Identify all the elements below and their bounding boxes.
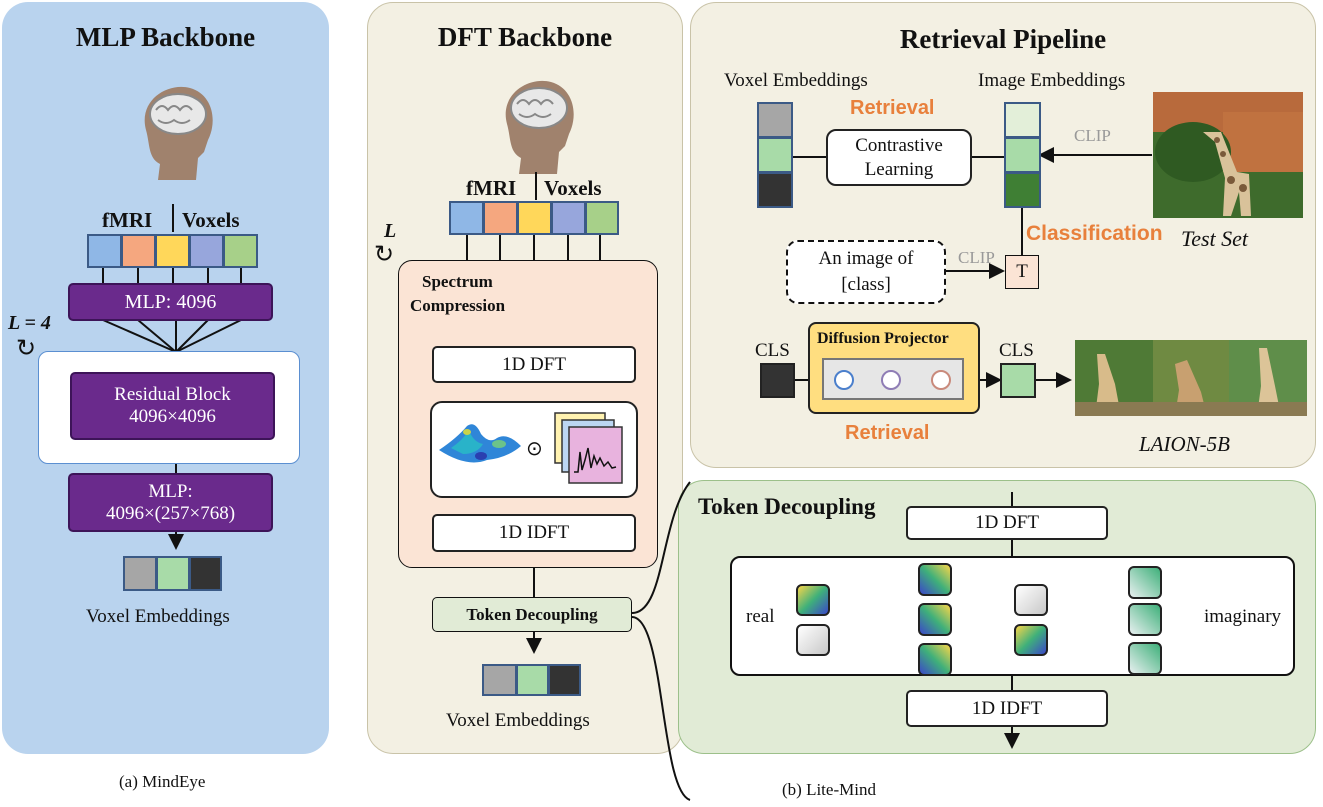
mlp-output-label: MLP: xyxy=(148,480,193,502)
mlp-4096-box: MLP: 4096 xyxy=(68,283,273,321)
caption-a: (a) MindEye xyxy=(119,772,206,791)
diffusion-projector-label: Diffusion Projector xyxy=(817,330,949,347)
voxel-embeddings-label: Voxel Embeddings xyxy=(86,606,230,627)
real-label: real xyxy=(746,606,775,627)
real-token-node xyxy=(918,603,952,636)
clip-label-top: CLIP xyxy=(1074,126,1111,145)
idft-box: 1D IDFT xyxy=(432,514,636,552)
token-decoupling-title: Token Decoupling xyxy=(698,494,876,519)
voxel-cell xyxy=(483,201,518,235)
cls-output-label: CLS xyxy=(999,340,1034,361)
retrieval-pipeline-title: Retrieval Pipeline xyxy=(899,24,1107,54)
hadamard-product-icon: ⊙ xyxy=(526,436,543,460)
residual-block-dim: 4096×4096 xyxy=(129,406,216,427)
loop-arrow-icon: ↻ xyxy=(16,334,37,362)
brain-head-icon xyxy=(144,86,213,180)
text-token-box: T xyxy=(1005,255,1039,289)
class-label: [class] xyxy=(841,274,891,295)
contrastive-learning-box: Contrastive Learning xyxy=(826,129,972,186)
voxels-label: Voxels xyxy=(544,176,602,200)
learning-label: Learning xyxy=(864,158,934,180)
imaginary-label: imaginary xyxy=(1204,606,1282,627)
real-token-node xyxy=(796,624,830,656)
voxel-cell xyxy=(585,201,619,235)
real-token-node xyxy=(918,643,952,676)
dft-box: 1D DFT xyxy=(432,346,636,383)
cls-output-cell xyxy=(1000,363,1036,398)
fmri-label: fMRI xyxy=(466,176,517,200)
imaginary-token-node xyxy=(1014,624,1048,656)
voxel-embeddings-label: Voxel Embeddings xyxy=(446,710,590,731)
voxel-embeddings-header: Voxel Embeddings xyxy=(724,70,868,91)
spectrum-surface-icon xyxy=(439,424,521,463)
image-embedding-cell xyxy=(1004,102,1041,138)
imaginary-token-node xyxy=(1014,584,1048,616)
loop-count-label: L xyxy=(384,220,397,242)
residual-block-box: Residual Block 4096×4096 xyxy=(70,372,275,440)
spectrum-label: Spectrum xyxy=(422,272,493,291)
brain-head-icon xyxy=(505,80,574,174)
mlp-backbone-title: MLP Backbone xyxy=(75,22,256,52)
voxel-cell xyxy=(551,201,586,235)
embedding-cell xyxy=(156,556,190,591)
embedding-cell xyxy=(189,556,222,591)
voxel-cell xyxy=(189,234,224,268)
loop-arrow-icon: ↻ xyxy=(374,240,395,268)
image-embeddings-header: Image Embeddings xyxy=(978,70,1126,91)
imaginary-token-node xyxy=(1128,603,1162,636)
voxel-cell xyxy=(87,234,122,268)
voxel-cell xyxy=(517,201,552,235)
token-idft-box: 1D IDFT xyxy=(906,690,1108,727)
fmri-divider xyxy=(535,172,537,200)
embedding-cell xyxy=(516,664,549,696)
token-graph-container xyxy=(730,556,1295,676)
token-decoupling-box: Token Decoupling xyxy=(432,597,632,632)
embedding-cell xyxy=(123,556,157,591)
giraffe-photo xyxy=(1153,92,1303,218)
retrieval-top-label: Retrieval xyxy=(850,97,935,119)
classification-label: Classification xyxy=(1026,222,1163,245)
imaginary-token-node xyxy=(1128,566,1162,599)
mlp-output-box: MLP: 4096×(257×768) xyxy=(68,473,273,532)
laion-giraffe-photos xyxy=(1075,340,1307,416)
voxel-embedding-cell xyxy=(757,172,793,208)
fmri-divider xyxy=(172,204,174,232)
test-set-label: Test Set xyxy=(1181,226,1249,251)
laion-5b-label: LAION-5B xyxy=(1139,432,1230,456)
cls-input-label: CLS xyxy=(755,340,790,361)
diffusion-step-node xyxy=(931,370,951,390)
compression-label: Compression xyxy=(410,296,506,315)
an-image-of-label: An image of xyxy=(818,248,914,269)
contrastive-label: Contrastive xyxy=(855,134,943,156)
retrieval-bottom-label: Retrieval xyxy=(845,422,930,444)
diffusion-step-node xyxy=(881,370,901,390)
caption-b: (b) Lite-Mind xyxy=(782,780,876,799)
voxel-embedding-cell xyxy=(757,137,793,173)
class-prompt-box: An image of [class] xyxy=(786,240,946,304)
real-token-node xyxy=(796,584,830,616)
residual-block-label: Residual Block xyxy=(114,384,231,405)
voxel-cell xyxy=(121,234,156,268)
clip-label-bottom: CLIP xyxy=(958,248,995,267)
embedding-cell xyxy=(548,664,581,696)
voxel-cell xyxy=(155,234,190,268)
dft-backbone-title: DFT Backbone xyxy=(437,22,613,52)
cls-input-cell xyxy=(760,363,795,398)
spectrum-plot-icon xyxy=(554,412,623,484)
image-embedding-cell xyxy=(1004,137,1041,173)
fmri-label: fMRI xyxy=(102,208,153,232)
voxel-cell xyxy=(449,201,484,235)
embedding-cell xyxy=(482,664,517,696)
imaginary-token-node xyxy=(1128,642,1162,675)
token-dft-box: 1D DFT xyxy=(906,506,1108,540)
voxel-cell xyxy=(223,234,258,268)
real-token-node xyxy=(918,563,952,596)
image-embedding-cell xyxy=(1004,172,1041,208)
loop-count-label: L = 4 xyxy=(8,312,51,334)
diffusion-step-node xyxy=(834,370,854,390)
voxel-embedding-cell xyxy=(757,102,793,138)
voxels-label: Voxels xyxy=(182,208,240,232)
mlp-output-dim: 4096×(257×768) xyxy=(105,502,236,524)
